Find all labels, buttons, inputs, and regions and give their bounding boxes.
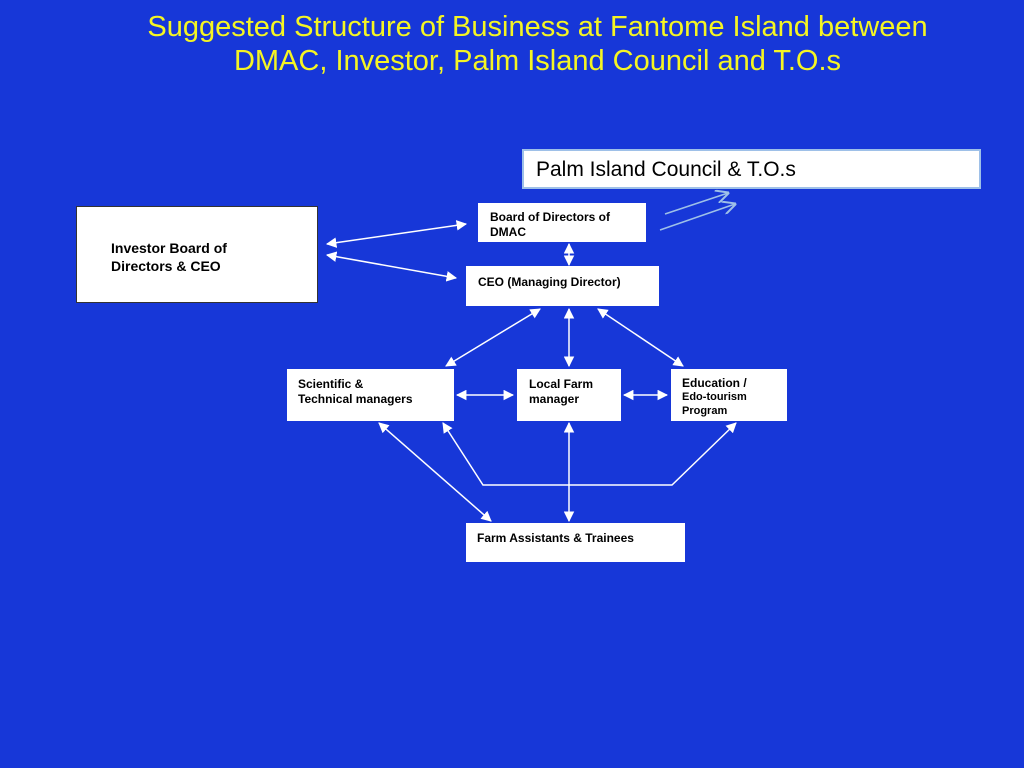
connector-scientific-assistants	[378, 422, 492, 522]
ceo-box: CEO (Managing Director)	[466, 266, 659, 306]
farm-assistants-box: Farm Assistants & Trainees	[466, 523, 685, 562]
local-farm-manager-label-line2: manager	[529, 392, 580, 406]
education-program-label-line2: Edo-tourism	[682, 391, 747, 403]
scientific-managers-label-line1: Scientific &	[298, 377, 364, 391]
investor-board-box: Investor Board of Directors & CEO	[76, 206, 318, 303]
connector-ceo-scientific	[445, 308, 541, 367]
palm-island-council-box: Palm Island Council & T.O.s	[522, 149, 981, 189]
investor-board-label-line1: Investor Board of	[111, 240, 227, 256]
education-program-label-line1: Education /	[682, 376, 747, 390]
connector-investor-ceo	[325, 251, 458, 282]
scientific-managers-label-line2: Technical managers	[298, 392, 413, 406]
palm-island-council-label: Palm Island Council & T.O.s	[536, 158, 796, 181]
slide-title: Suggested Structure of Business at Fanto…	[147, 11, 928, 77]
farm-assistants-label: Farm Assistants & Trainees	[477, 531, 634, 545]
investor-board-label-line2: Directors & CEO	[111, 258, 221, 274]
education-program-box: Education / Edo-tourism Program	[671, 369, 787, 421]
ceo-label: CEO (Managing Director)	[478, 275, 621, 289]
connector-ceo-education	[597, 308, 684, 367]
education-program-label-line3: Program	[682, 405, 728, 417]
local-farm-manager-label-line1: Local Farm	[529, 377, 594, 391]
connector-investor-board	[325, 220, 468, 248]
dmac-board-label-line1: Board of Directors of	[490, 210, 611, 224]
connector-palm-board-upper	[664, 193, 728, 215]
dmac-board-box: Board of Directors of DMAC	[478, 203, 646, 242]
connector-palm-board-lower	[659, 204, 735, 231]
connector-scientific-education	[442, 422, 737, 486]
scientific-managers-box: Scientific & Technical managers	[287, 369, 454, 421]
local-farm-manager-box: Local Farm manager	[517, 369, 621, 421]
dmac-board-label-line2: DMAC	[490, 225, 526, 239]
